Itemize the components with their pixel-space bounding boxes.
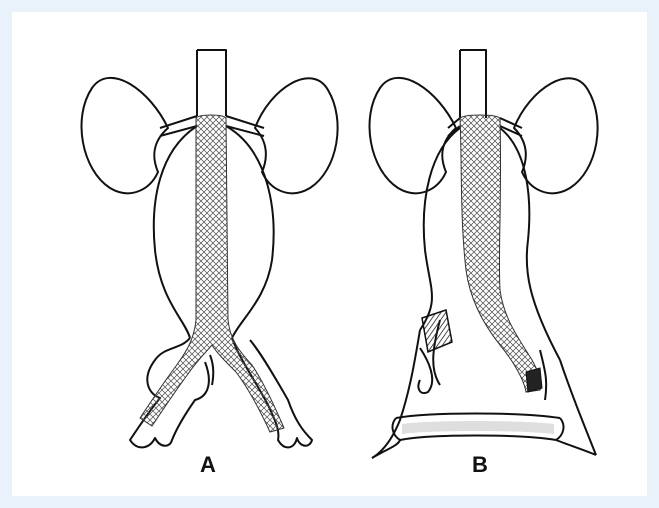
aorta-neck-a xyxy=(197,50,226,116)
stent-graft-b xyxy=(460,115,542,392)
crossover-graft-shade xyxy=(402,421,554,434)
left-kidney-a xyxy=(82,78,168,193)
panel-label-b: B xyxy=(460,452,500,478)
aorta-neck-b xyxy=(460,50,486,118)
right-kidney-a xyxy=(255,78,338,193)
left-kidney-b xyxy=(370,78,456,193)
distal-seal-b xyxy=(526,368,542,392)
renal-artery-left-a xyxy=(160,116,197,136)
occluder-plug-b xyxy=(422,310,452,352)
panel-label-a: A xyxy=(188,452,228,478)
